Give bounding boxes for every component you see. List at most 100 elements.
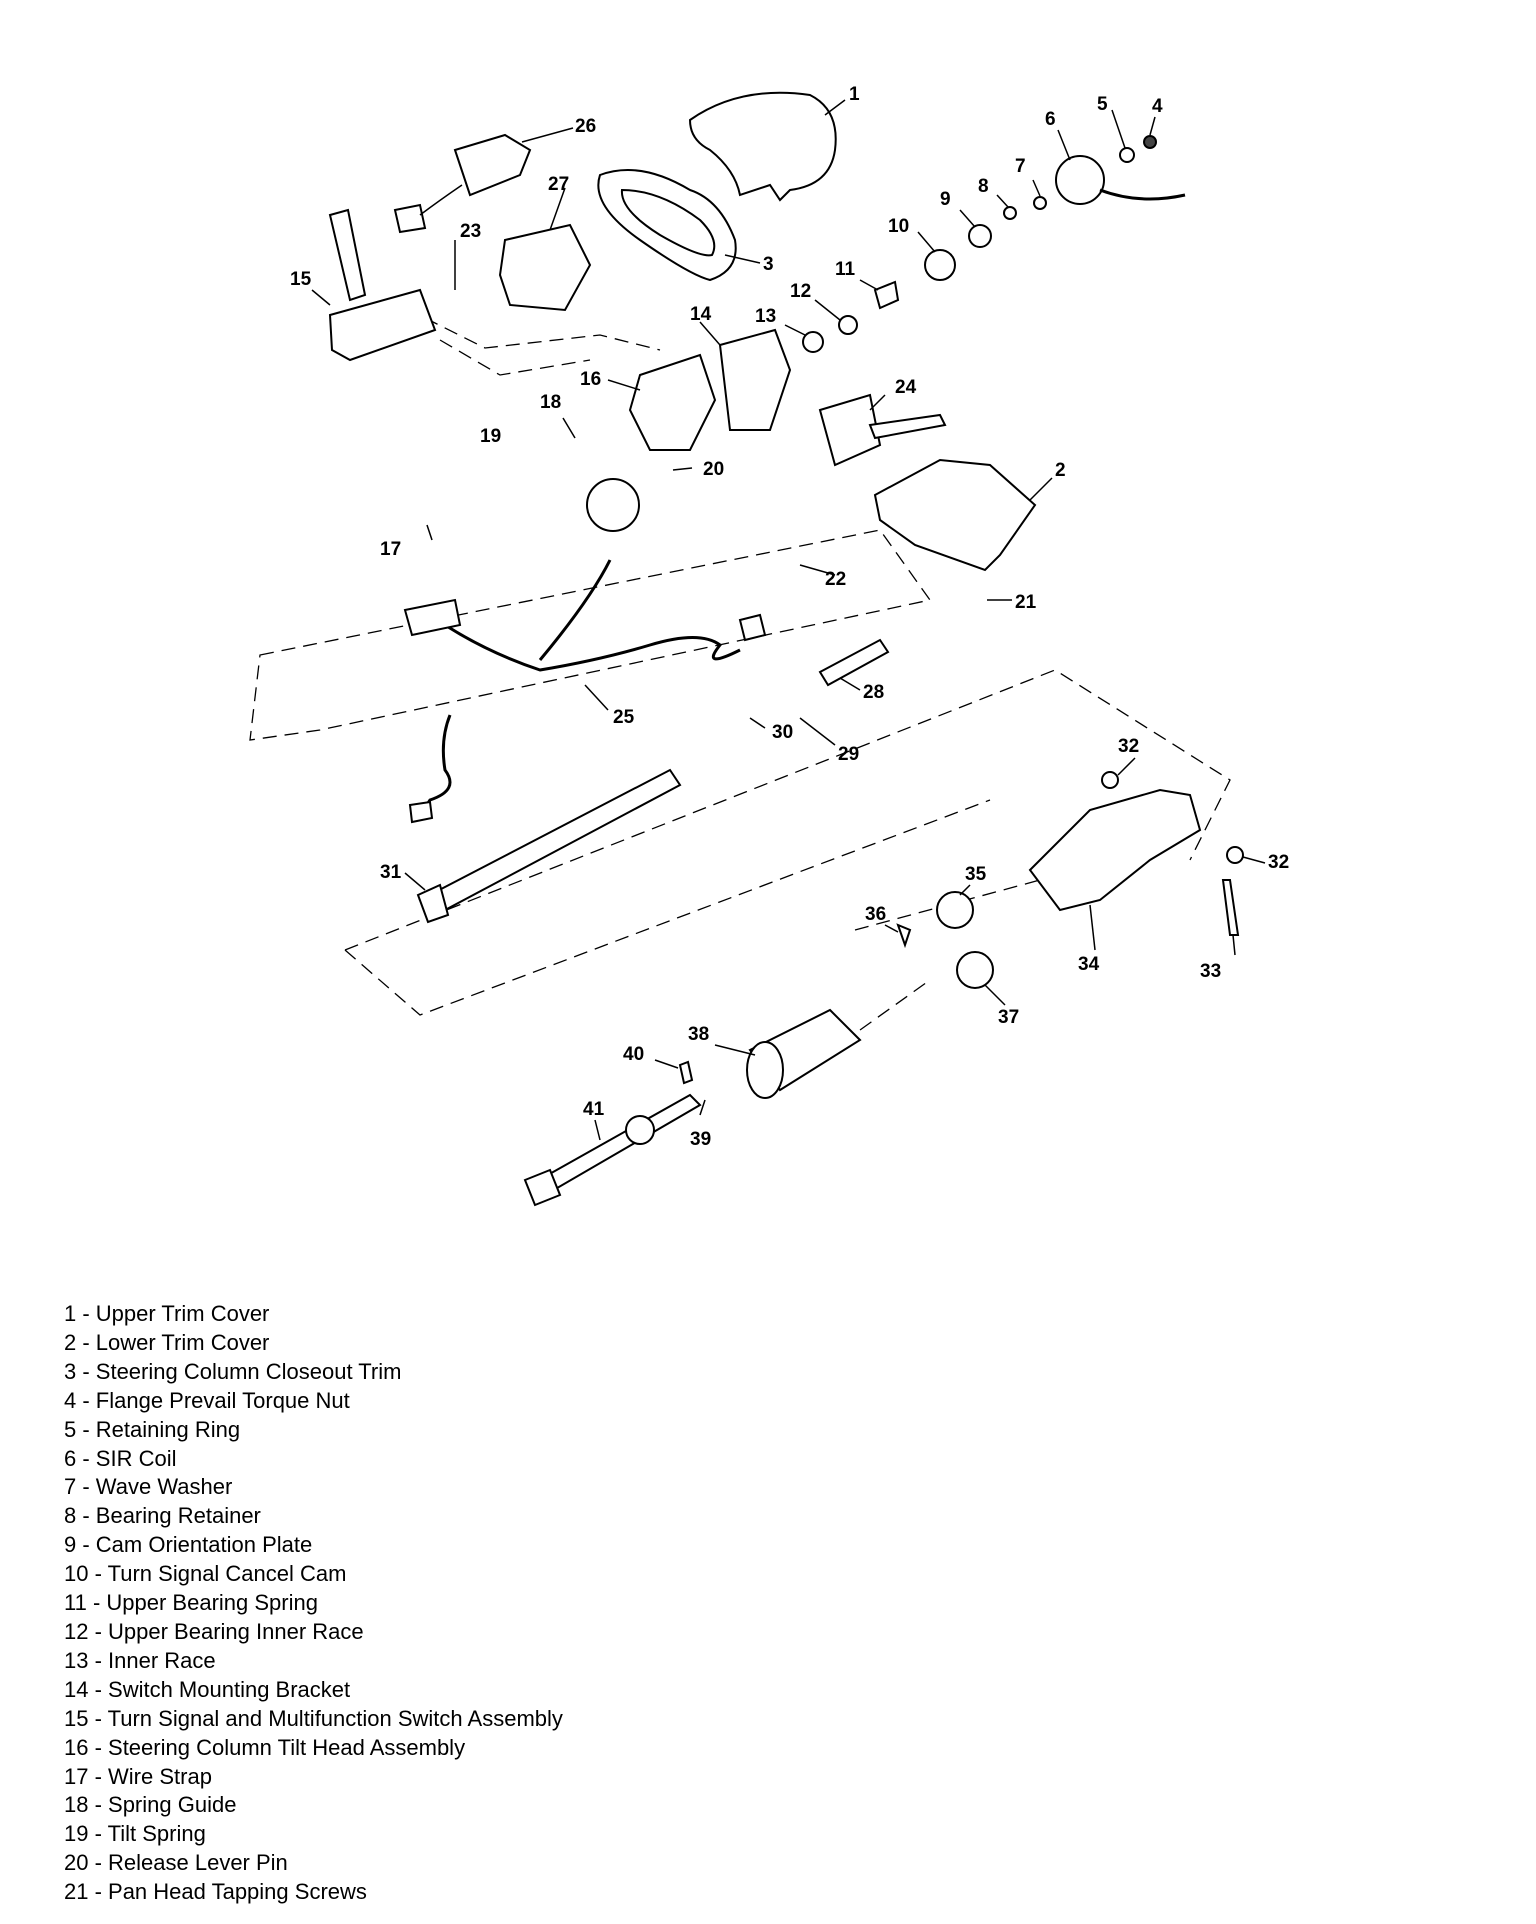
callout-10: 10 — [888, 216, 909, 237]
legend-item: 10 - Turn Signal Cancel Cam — [64, 1561, 347, 1587]
cam-plate-part — [968, 224, 992, 248]
switch-bracket-part — [718, 328, 792, 431]
legend-item: 8 - Bearing Retainer — [64, 1503, 261, 1529]
callout-29: 29 — [838, 744, 859, 765]
harness-coil — [586, 478, 640, 532]
callout-15: 15 — [290, 269, 312, 290]
column-housing-part — [1028, 788, 1202, 912]
callout-16: 16 — [580, 369, 601, 390]
legend-item: 5 - Retaining Ring — [64, 1416, 241, 1442]
legend-item: 12 - Upper Bearing Inner Race — [64, 1618, 364, 1644]
callout-37: 37 — [998, 1007, 1019, 1028]
callout-4: 4 — [1152, 96, 1163, 117]
callout-22: 22 — [825, 569, 846, 590]
callout-39: 39 — [690, 1129, 711, 1150]
callout-18: 18 — [540, 392, 561, 413]
legend-item: 11 - Upper Bearing Spring — [64, 1590, 318, 1616]
lower-shaft-disk — [625, 1115, 655, 1145]
multifunction-switch-part — [328, 288, 437, 362]
legend-item: 13 - Inner Race — [64, 1647, 216, 1673]
upper-trim-cover-part — [688, 91, 837, 202]
callout-32-right: 32 — [1268, 852, 1289, 873]
callout-38: 38 — [688, 1024, 709, 1045]
callout-36: 36 — [865, 904, 886, 925]
legend-item: 19 - Tilt Spring — [64, 1821, 206, 1847]
callout-14: 14 — [690, 304, 712, 325]
sir-coil-part — [1055, 155, 1105, 205]
screw-40 — [678, 1060, 694, 1085]
switch-part-24 — [818, 393, 882, 467]
callout-31: 31 — [380, 862, 402, 883]
callout-2: 2 — [1055, 460, 1066, 481]
legend-item: 14 - Switch Mounting Bracket — [64, 1676, 351, 1702]
harness-wires — [429, 613, 741, 672]
legend-item: 18 - Spring Guide — [64, 1792, 237, 1818]
callout-23: 23 — [460, 221, 481, 242]
closeout-trim-inner — [620, 188, 716, 257]
legend-item: 4 - Flange Prevail Torque Nut — [64, 1387, 350, 1413]
shaft-end — [416, 883, 450, 924]
callout-32-top: 32 — [1118, 736, 1139, 757]
legend-item: 15 - Turn Signal and Multifunction Switc… — [64, 1705, 563, 1731]
callout-41: 41 — [583, 1099, 605, 1120]
callout-27: 27 — [548, 174, 569, 195]
callout-9: 9 — [940, 189, 951, 210]
harness-tail — [418, 714, 452, 816]
legend-item: 3 - Steering Column Closeout Trim — [64, 1358, 402, 1384]
legend-item: 16 - Steering Column Tilt Head Assembly — [64, 1734, 466, 1760]
callout-40: 40 — [623, 1044, 644, 1065]
legend-item: 6 - SIR Coil — [64, 1445, 177, 1471]
exploded-parts-diagram: 1 2 3 4 5 6 7 8 9 10 11 12 13 14 15 16 1… — [249, 84, 1289, 1207]
callout-12: 12 — [790, 281, 811, 302]
clip-36 — [896, 923, 912, 949]
callout-3: 3 — [763, 254, 774, 275]
callout-5: 5 — [1097, 94, 1108, 115]
harness-connector-b — [738, 613, 767, 642]
callout-34: 34 — [1078, 954, 1100, 975]
harness-branch — [538, 559, 612, 661]
callout-30: 30 — [772, 722, 793, 743]
jacket-38-end — [746, 1041, 784, 1099]
legend-item: 17 - Wire Strap — [64, 1763, 212, 1789]
callout-28: 28 — [863, 682, 884, 703]
harness-connector-c — [408, 800, 434, 824]
callout-35: 35 — [965, 864, 987, 885]
cancel-cam-part — [924, 249, 956, 281]
callout-11: 11 — [835, 259, 856, 280]
leader-lines — [311, 99, 1266, 1141]
switch-part-26 — [453, 133, 532, 197]
retaining-ring-part — [1119, 147, 1135, 163]
callout-6: 6 — [1045, 109, 1056, 130]
bearing-retainer-part — [1003, 206, 1017, 220]
bushing-32-top — [1101, 771, 1119, 789]
legend-item: 9 - Cam Orientation Plate — [64, 1532, 313, 1558]
shaft-top-28 — [818, 638, 890, 687]
legend-item: 1 - Upper Trim Cover — [64, 1301, 270, 1326]
callout-labels: 1 2 3 4 5 6 7 8 9 10 11 12 13 14 15 16 1… — [290, 84, 1289, 1150]
ignition-part-27 — [498, 223, 592, 312]
callout-26: 26 — [575, 116, 596, 137]
harness-connector-a — [403, 598, 462, 637]
clip-33 — [1221, 879, 1240, 936]
bushing-32-right — [1226, 846, 1244, 864]
torque-nut-part — [1143, 135, 1157, 149]
callout-17: 17 — [380, 539, 401, 560]
callout-33: 33 — [1200, 961, 1221, 982]
legend-item: 21 - Pan Head Tapping Screws — [64, 1879, 367, 1905]
callout-19: 19 — [480, 426, 501, 447]
callout-1: 1 — [849, 84, 860, 105]
legend-item: 20 - Release Lever Pin — [64, 1850, 288, 1876]
legend-item: 2 - Lower Trim Cover — [64, 1329, 270, 1355]
wave-washer-part — [1033, 196, 1047, 210]
switch-lever-24 — [868, 413, 947, 440]
parts-legend: 1 - Upper Trim Cover 2 - Lower Trim Cove… — [64, 1300, 563, 1907]
callout-21: 21 — [1015, 592, 1037, 613]
callout-24: 24 — [895, 377, 917, 398]
lower-shaft-yoke — [523, 1168, 562, 1207]
lower-trim-cover-part — [873, 458, 1037, 572]
tilt-head-part — [628, 353, 717, 451]
inner-race-12-part — [838, 315, 858, 335]
wire-26 — [419, 184, 463, 216]
connector-26 — [393, 203, 427, 234]
washer-37-part — [956, 951, 994, 989]
